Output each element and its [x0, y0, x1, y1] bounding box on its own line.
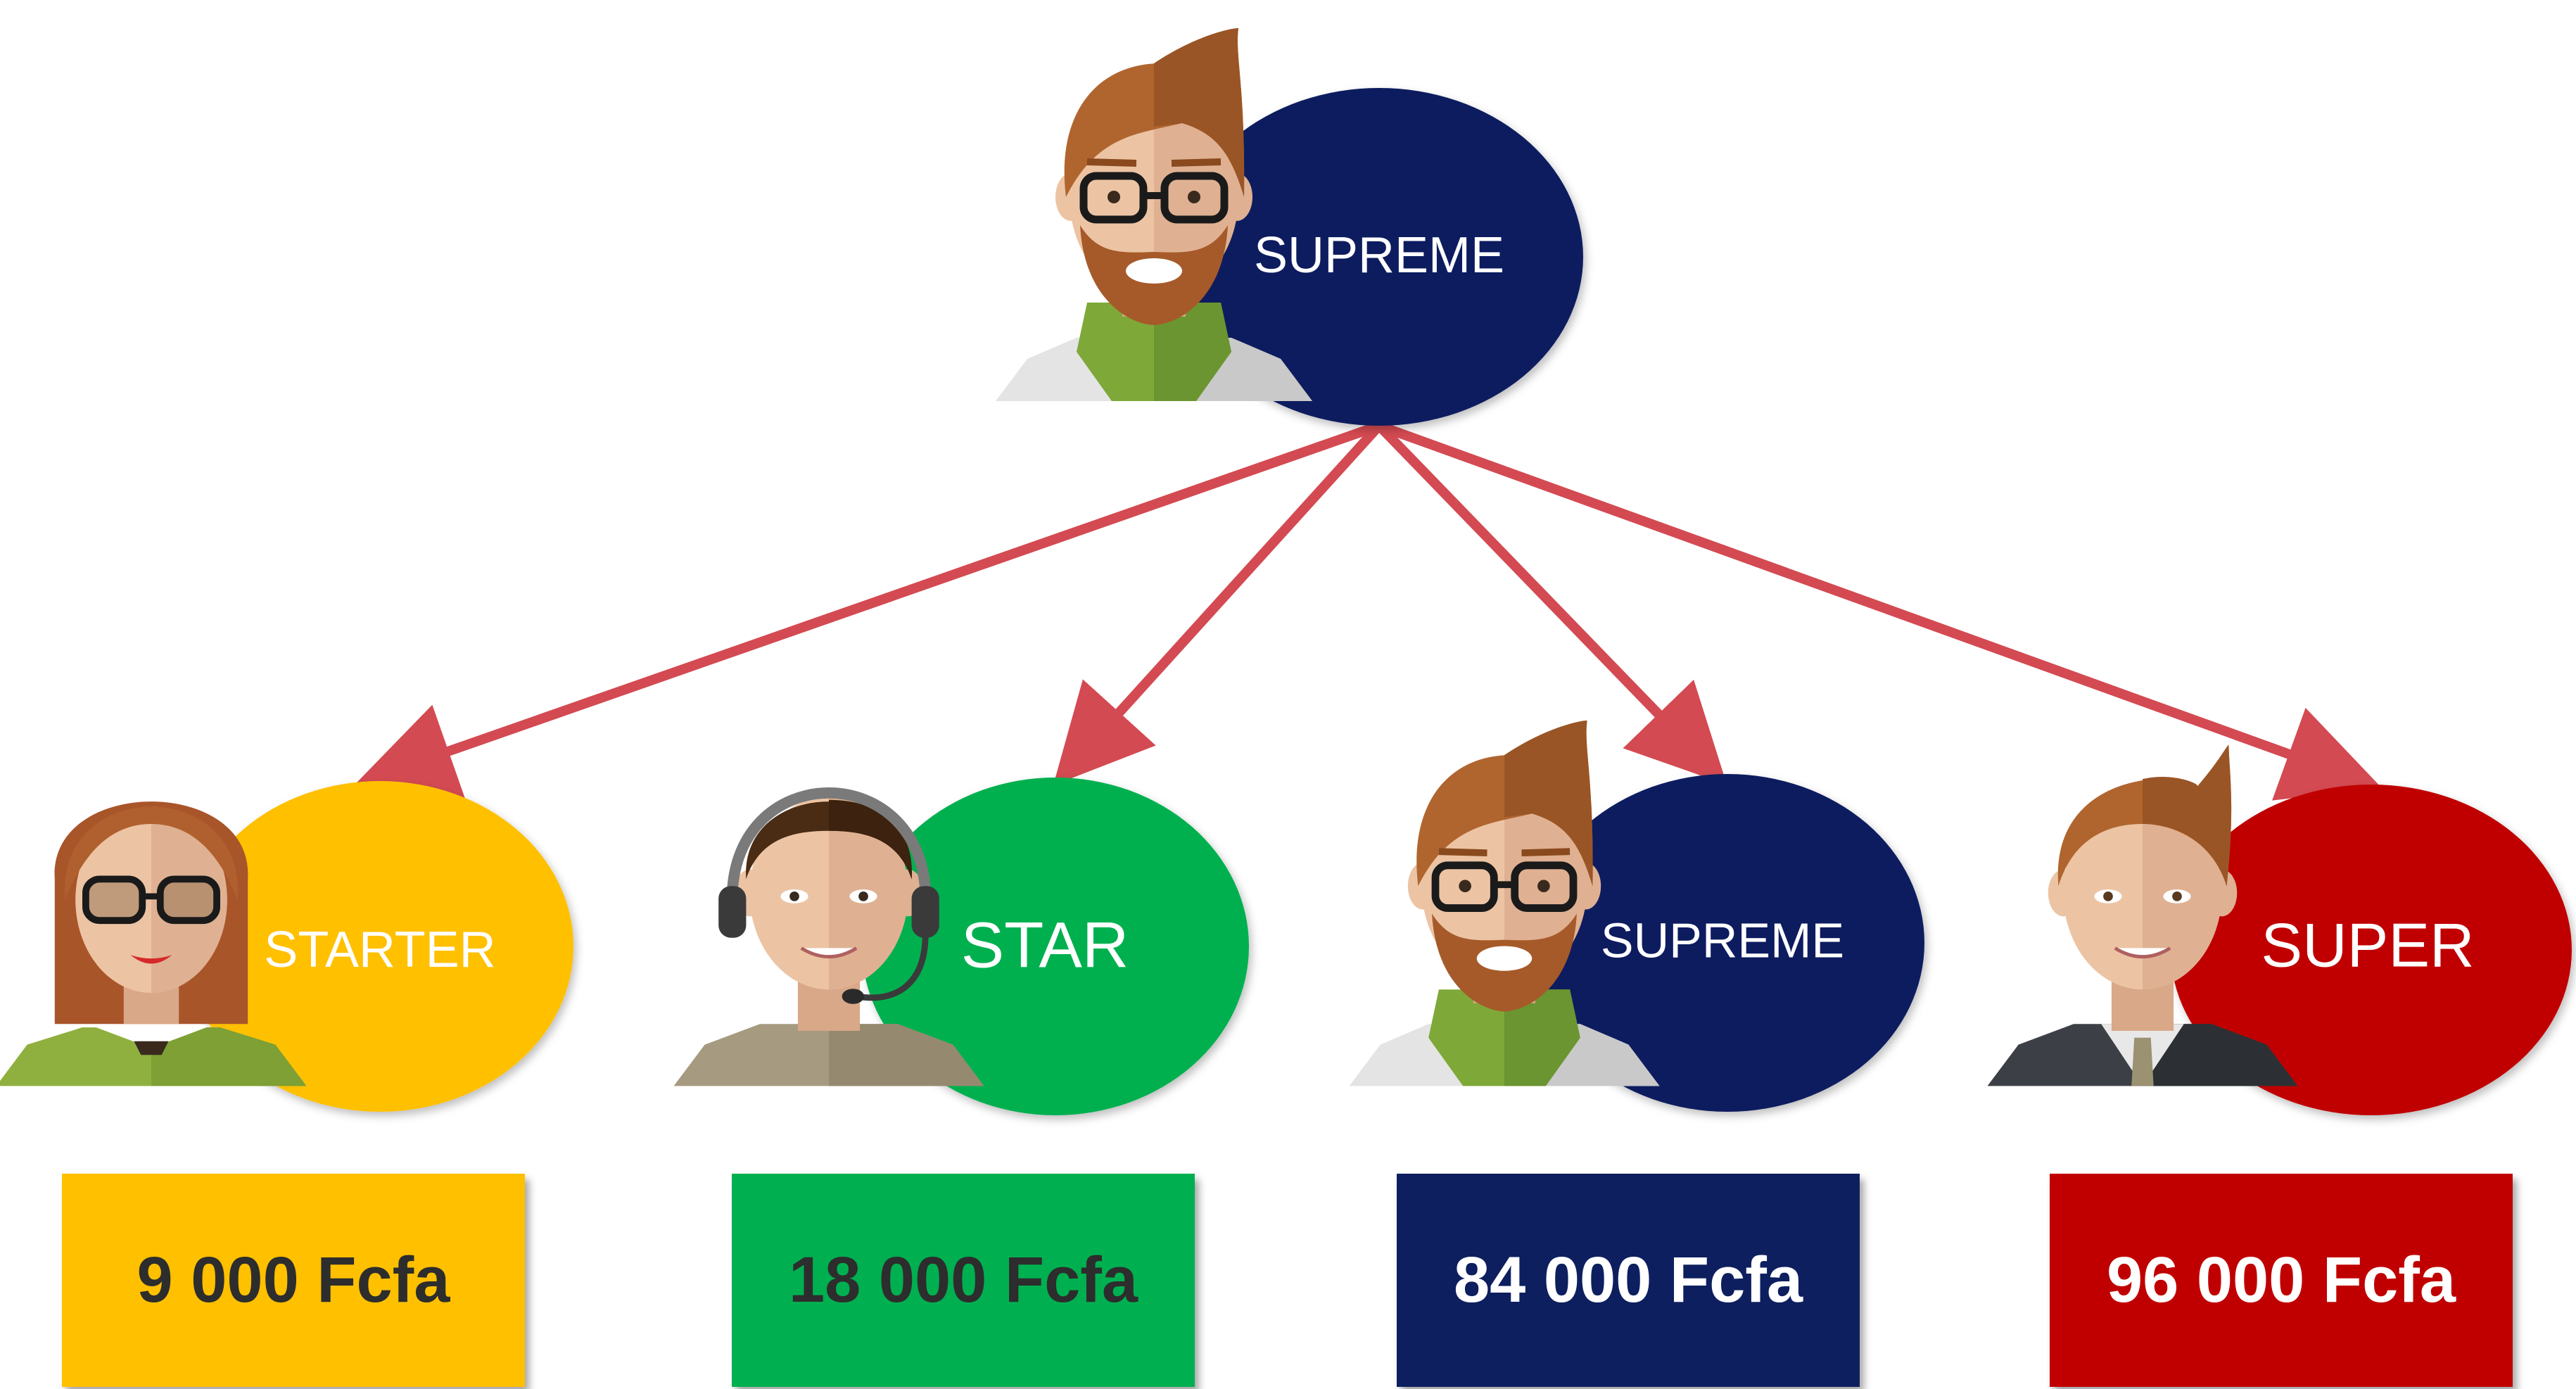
price-super: 96 000 Fcfa: [2106, 1244, 2456, 1316]
price-supreme: 84 000 Fcfa: [1453, 1244, 1803, 1316]
child-node-starter: STARTER: [0, 781, 573, 1112]
arrow-to-star: [1053, 422, 1383, 786]
starter-label: STARTER: [264, 922, 495, 978]
super-ellipse: [2171, 785, 2572, 1115]
star-label: STAR: [961, 909, 1129, 981]
child-node-super: SUPER: [1988, 744, 2572, 1115]
arrow-to-starter: [355, 421, 1381, 798]
arrow-to-super: [1377, 421, 2382, 801]
price-box-super: 96 000 Fcfa: [2050, 1174, 2513, 1387]
arrow-to-supreme: [1375, 422, 1727, 785]
connector-arrows: [355, 421, 2382, 801]
super-label: SUPER: [2261, 910, 2474, 979]
child-node-star: STAR: [674, 778, 1249, 1115]
starter-ellipse: [186, 781, 573, 1112]
price-box-starter: 9 000 Fcfa: [62, 1174, 525, 1387]
price-starter: 9 000 Fcfa: [137, 1244, 450, 1316]
root-ellipse: [1175, 88, 1583, 426]
price-box-supreme: 84 000 Fcfa: [1397, 1174, 1860, 1387]
root-node: SUPREME: [996, 28, 1583, 426]
price-box-star: 18 000 Fcfa: [732, 1174, 1195, 1387]
child-node-supreme: SUPREME: [1350, 721, 1924, 1112]
root-label: SUPREME: [1254, 227, 1504, 284]
star-ellipse: [862, 778, 1249, 1115]
supreme-label: SUPREME: [1601, 913, 1844, 968]
supreme-ellipse: [1530, 774, 1924, 1112]
price-star: 18 000 Fcfa: [788, 1244, 1138, 1316]
